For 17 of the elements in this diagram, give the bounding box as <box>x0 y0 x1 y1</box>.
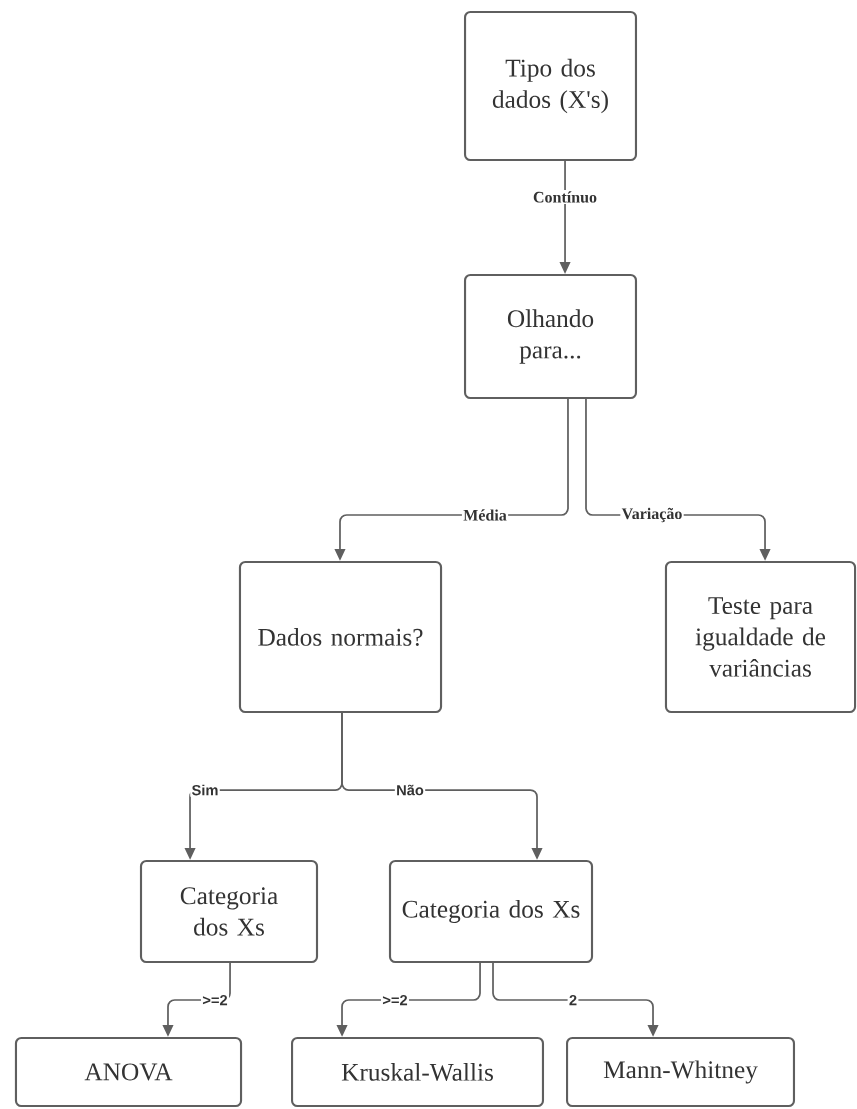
edge-label: >=2 <box>201 993 229 1007</box>
edge-label: >=2 <box>381 993 409 1007</box>
process-box: Tipo dos dados (X's) <box>463 10 638 162</box>
process-box: Kruskal-Wallis <box>290 1036 545 1108</box>
process-box: ANOVA <box>14 1036 243 1108</box>
process-box: Teste para igualdade de variâncias <box>664 560 857 714</box>
process-box: Categoria dos Xs <box>139 859 319 964</box>
process-box: Categoria dos Xs <box>388 859 594 964</box>
edge-label: Variação <box>620 506 684 524</box>
process-box: Mann-Whitney <box>565 1036 796 1108</box>
edge-label: Contínuo <box>531 190 599 204</box>
edge-label: Não <box>394 783 426 797</box>
edge-label: Sim <box>190 783 220 797</box>
process-box: Dados normais? <box>238 560 443 714</box>
process-box: Olhando para... <box>463 273 638 400</box>
edge-label: Média <box>461 508 509 522</box>
edge-label: 2 <box>567 993 579 1007</box>
